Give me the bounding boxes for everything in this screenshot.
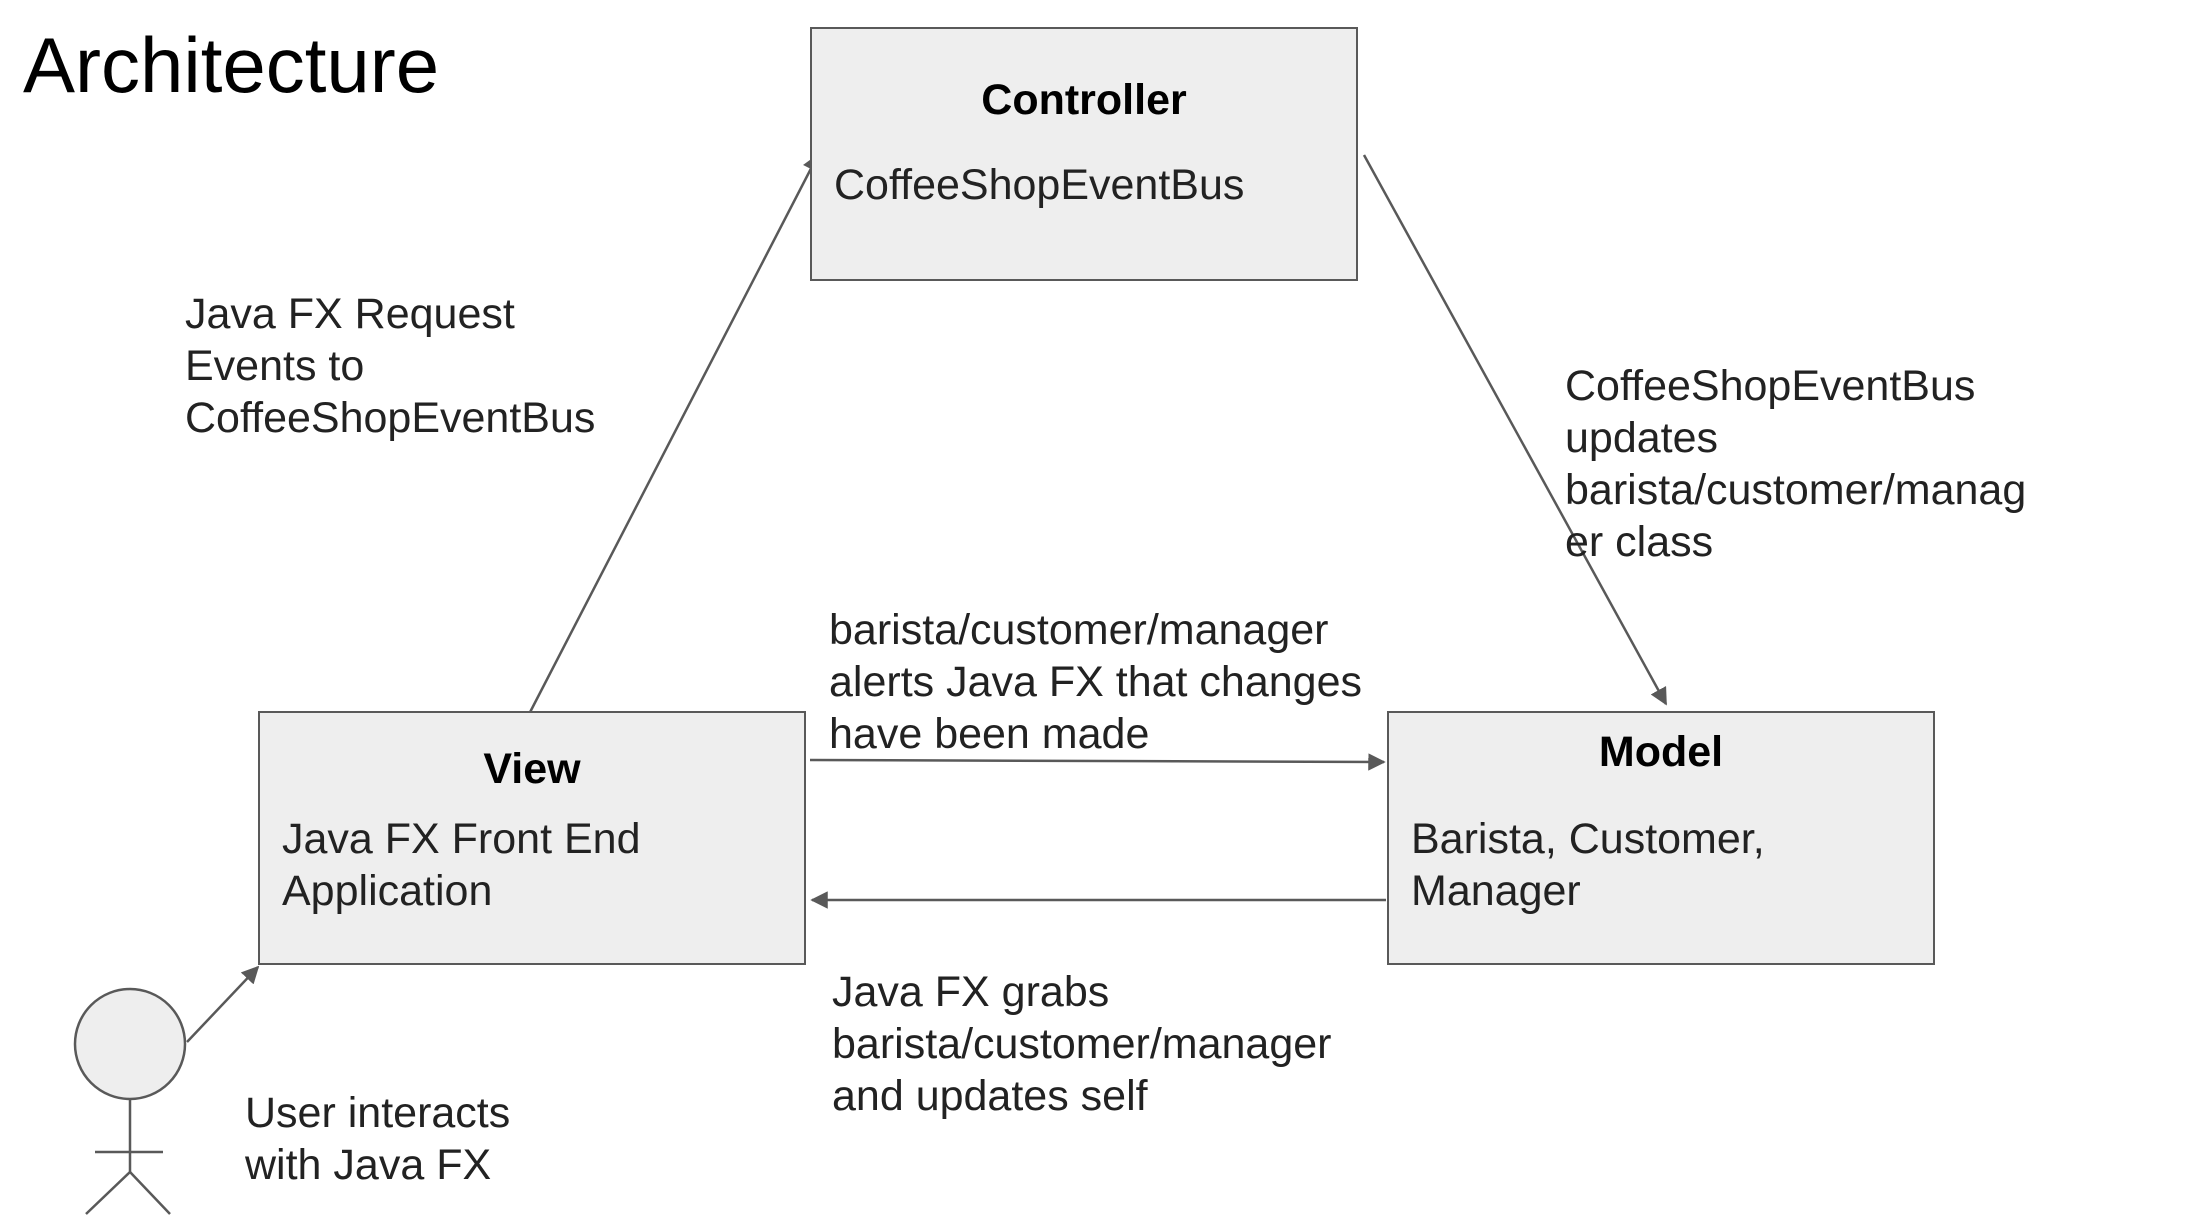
label-view-grabs-model: Java FX grabs barista/customer/manager a… [832, 968, 1332, 1120]
view-title: View [483, 745, 581, 793]
arrow-view-to-model [809, 753, 1386, 771]
label-user-interacts: User interacts with Java FX [245, 1089, 511, 1189]
label-view-to-controller: Java FX Request Events to CoffeeShopEven… [185, 290, 596, 442]
page-title: Architecture [23, 21, 440, 109]
label-controller-to-model: CoffeeShopEventBus updates barista/custo… [1565, 362, 2027, 566]
arrow-user-to-view [186, 965, 260, 1043]
user-stick-figure-icon [73, 987, 187, 1215]
arrow-controller-to-model [1362, 154, 1668, 706]
arrow-view-to-controller [524, 153, 820, 721]
user-right-leg [129, 1171, 171, 1215]
view-box: View Java FX Front End Application [258, 711, 806, 965]
user-left-leg [85, 1171, 131, 1215]
user-head [73, 987, 187, 1101]
controller-box: Controller CoffeeShopEventBus [810, 27, 1358, 281]
model-body: Barista, Customer, Manager [1411, 815, 1765, 915]
controller-title: Controller [981, 76, 1187, 124]
model-title: Model [1598, 728, 1724, 776]
model-box: Model Barista, Customer, Manager [1387, 711, 1935, 965]
controller-body: CoffeeShopEventBus [834, 161, 1245, 209]
view-body: Java FX Front End Application [282, 815, 641, 915]
label-model-alerts-view: barista/customer/manager alerts Java FX … [829, 606, 1363, 758]
